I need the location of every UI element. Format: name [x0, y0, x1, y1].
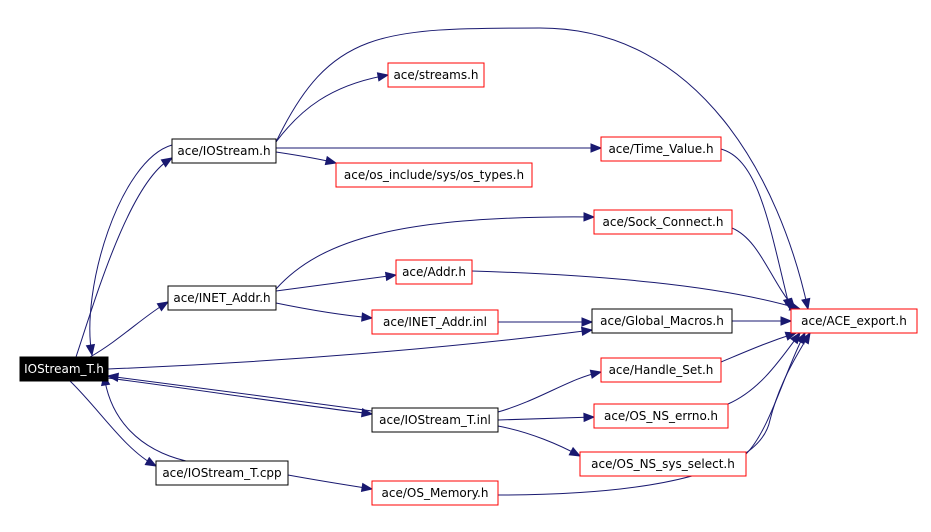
node-box	[593, 403, 729, 429]
node-label: ace/Sock_Connect.h	[603, 215, 724, 229]
arrowhead-iostream_t_h-to-global_macros_h	[580, 326, 594, 337]
node-label: ace/os_include/sys/os_types.h	[344, 168, 524, 182]
node-box	[387, 62, 485, 88]
node-iostream-h[interactable]: ace/IOStream.h	[171, 138, 277, 164]
edge-iostream_t_cpp-to-iostream_t_h	[103, 374, 187, 462]
node-box	[335, 162, 533, 188]
arrowhead-inet_addr_h-to-sock_connect_h	[583, 212, 596, 222]
edge-iostream_t_h-to-iostream_t_inl	[107, 377, 373, 415]
arrowhead-iostream_t_inl-to-iostream_t_h	[106, 372, 120, 383]
node-box	[171, 138, 277, 164]
edge-os_ns_errno_h-to-ace_export_h	[727, 332, 801, 405]
node-label: IOStream_T.h	[24, 362, 104, 376]
edge-iostream_h-to-ace_export_h	[275, 27, 809, 310]
edge-time_value_h-to-ace_export_h	[720, 148, 791, 310]
edge-iostream_h-to-streams_h	[275, 74, 389, 143]
node-label: ace/IOStream_T.cpp	[162, 466, 281, 480]
node-label: ace/Time_Value.h	[608, 142, 713, 156]
edge-iostream_t_h-to-global_macros_h	[107, 329, 593, 370]
node-box	[155, 460, 289, 486]
arrowhead-iostream_t_h-to-iostream_t_cpp	[144, 456, 158, 467]
edge-inet_addr_h-to-sock_connect_h	[275, 216, 595, 290]
node-iostream-t-h[interactable]: IOStream_T.h	[19, 356, 109, 382]
node-box	[593, 209, 733, 235]
node-box	[790, 308, 918, 334]
arrowhead-iostream_t_h-to-iostream_h	[160, 157, 174, 168]
node-label: ace/Global_Macros.h	[600, 314, 724, 328]
node-iostream-t-cpp[interactable]: ace/IOStream_T.cpp	[155, 460, 289, 486]
edge-iostream_t_inl-to-os_ns_errno_h	[497, 416, 595, 421]
edge-sock_connect_h-to-ace_export_h	[731, 227, 796, 310]
edge-iostream_t_h-to-iostream_t_cpp	[69, 380, 157, 467]
arrowhead-inet_addr_inl-to-global_macros_h	[581, 317, 594, 327]
node-os-memory-h[interactable]: ace/OS_Memory.h	[371, 480, 499, 506]
node-label: ace/Handle_Set.h	[609, 363, 714, 377]
node-box	[395, 259, 473, 285]
node-box	[371, 480, 499, 506]
node-addr-h[interactable]: ace/Addr.h	[395, 259, 473, 285]
arrowhead-iostream_h-to-iostream_t_h	[85, 343, 96, 357]
node-box	[371, 407, 499, 433]
node-os-types-h[interactable]: ace/os_include/sys/os_types.h	[335, 162, 533, 188]
node-os-ns-sys-select-h[interactable]: ace/OS_NS_sys_select.h	[579, 451, 747, 477]
node-label: ace/ACE_export.h	[801, 314, 907, 328]
arrowhead-iostream_t_cpp-to-os_memory_h	[360, 482, 374, 493]
arrowhead-iostream_h-to-os_types_h	[324, 155, 338, 166]
edge-iostream_t_inl-to-handle_set_h	[497, 371, 602, 413]
edge-inet_addr_h-to-addr_h	[275, 274, 397, 292]
node-label: ace/INET_Addr.inl	[383, 315, 487, 329]
arrowhead-iostream_t_inl-to-os_ns_errno_h	[583, 412, 596, 423]
edge-iostream_t_inl-to-iostream_t_h	[107, 375, 373, 412]
node-label: ace/OS_Memory.h	[382, 486, 489, 500]
arrowhead-os_memory_h-to-ace_export_h	[800, 331, 811, 345]
node-box	[600, 136, 722, 162]
edge-inet_addr_h-to-inet_addr_inl	[275, 302, 373, 319]
edge-os_memory_h-to-ace_export_h	[497, 332, 811, 496]
arrowhead-iostream_t_inl-to-handle_set_h	[589, 369, 603, 379]
edge-iostream_h-to-iostream_t_h	[89, 144, 173, 356]
node-label: ace/OS_NS_errno.h	[604, 409, 718, 423]
node-box	[19, 356, 109, 382]
node-box	[167, 285, 277, 311]
node-box	[591, 308, 733, 334]
arrowhead-global_macros_h-to-ace_export_h	[780, 316, 793, 326]
node-label: ace/IOStream.h	[177, 144, 270, 158]
arrowhead-sock_connect_h-to-ace_export_h	[784, 297, 796, 311]
arrowhead-iostream_h-to-streams_h	[376, 72, 390, 82]
arrowhead-iostream_h-to-time_value_h	[590, 143, 603, 153]
arrowhead-inet_addr_h-to-addr_h	[384, 271, 398, 282]
node-os-ns-errno-h[interactable]: ace/OS_NS_errno.h	[593, 403, 729, 429]
edge-iostream_t_h-to-iostream_h	[75, 157, 173, 358]
arrowhead-iostream_t_inl-to-os_ns_sys_select_h	[568, 446, 582, 457]
node-ace-export-h[interactable]: ace/ACE_export.h	[790, 308, 918, 334]
edge-handle_set_h-to-ace_export_h	[720, 332, 797, 363]
node-handle-set-h[interactable]: ace/Handle_Set.h	[600, 357, 722, 383]
node-box	[600, 357, 722, 383]
edge-os_ns_sys_select_h-to-ace_export_h	[745, 332, 806, 455]
arrowhead-iostream_h-to-ace_export_h	[801, 297, 811, 311]
node-inet-addr-h[interactable]: ace/INET_Addr.h	[167, 285, 277, 311]
node-box	[579, 451, 747, 477]
edge-iostream_t_cpp-to-os_memory_h	[287, 474, 373, 490]
node-label: ace/Addr.h	[402, 265, 466, 279]
edge-iostream_t_h-to-inet_addr_h	[89, 301, 169, 358]
arrowhead-iostream_t_h-to-iostream_t_inl	[361, 408, 374, 418]
node-time-value-h[interactable]: ace/Time_Value.h	[600, 136, 722, 162]
edge-iostream_t_inl-to-os_ns_sys_select_h	[497, 425, 581, 457]
node-streams-h[interactable]: ace/streams.h	[387, 62, 485, 88]
node-box	[371, 309, 499, 335]
node-iostream-t-inl[interactable]: ace/IOStream_T.inl	[371, 407, 499, 433]
edge-addr_h-to-ace_export_h	[471, 270, 801, 310]
node-global-macros-h[interactable]: ace/Global_Macros.h	[591, 308, 733, 334]
node-label: ace/IOStream_T.inl	[379, 413, 491, 427]
node-label: ace/INET_Addr.h	[173, 291, 270, 305]
arrowhead-iostream_t_h-to-inet_addr_h	[156, 301, 170, 312]
arrowhead-inet_addr_h-to-inet_addr_inl	[361, 312, 374, 322]
nodes-layer: IOStream_T.h ace/IOStream.h ace/INET_Addr.…	[19, 62, 918, 506]
node-inet-addr-inl[interactable]: ace/INET_Addr.inl	[371, 309, 499, 335]
node-label: ace/streams.h	[393, 68, 478, 82]
node-sock-connect-h[interactable]: ace/Sock_Connect.h	[593, 209, 733, 235]
node-label: ace/OS_NS_sys_select.h	[591, 457, 735, 471]
